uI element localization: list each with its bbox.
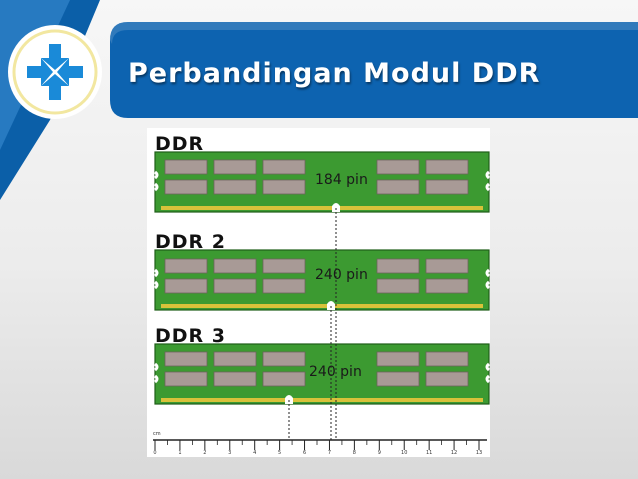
title-bar-sheen (110, 22, 638, 44)
ruler-tick-label: 12 (450, 450, 458, 456)
ruler (153, 439, 487, 450)
ddr2-pin-label: 240 pin (315, 267, 368, 283)
ruler-tick-label: 1 (178, 450, 182, 456)
ddr3-module (154, 343, 490, 405)
ruler-tick-label: 10 (401, 450, 408, 456)
ddr2-module (154, 249, 490, 311)
ruler-tick-label: 0 (153, 450, 157, 456)
ruler-tick-label: 11 (425, 450, 433, 456)
ruler-unit-label: cm (153, 431, 161, 437)
ruler-tick-label: 2 (203, 450, 207, 456)
ruler-tick-label: 8 (352, 450, 356, 456)
ruler-tick-label: 7 (327, 450, 332, 456)
ddr-pin-label: 184 pin (315, 172, 368, 188)
ruler-tick-label: 13 (475, 450, 483, 456)
ddr3-label: DDR 3 (155, 325, 227, 347)
ruler-tick-label: 9 (377, 450, 381, 456)
ruler-tick-label: 4 (253, 450, 257, 456)
ddr3-pin-label: 240 pin (309, 364, 362, 380)
ruler-tick-label: 6 (302, 450, 307, 456)
slide-title: Perbandingan Modul DDR (128, 58, 541, 89)
ruler-tick-label: 5 (278, 450, 282, 456)
ruler-tick-label: 3 (228, 450, 232, 456)
arrows-converge-icon (19, 36, 91, 108)
ddr-module (154, 151, 490, 213)
icon-outer-circle (8, 25, 102, 119)
icon-ring (12, 29, 98, 115)
title-bar (110, 22, 638, 118)
ddr2-label: DDR 2 (155, 231, 227, 253)
ddr-label: DDR (155, 133, 205, 155)
ddr-comparison-figure: DDR DDR 2 DDR 3 184 pin 240 pin 240 pin … (147, 128, 490, 457)
notch-guide-lines (288, 208, 337, 440)
